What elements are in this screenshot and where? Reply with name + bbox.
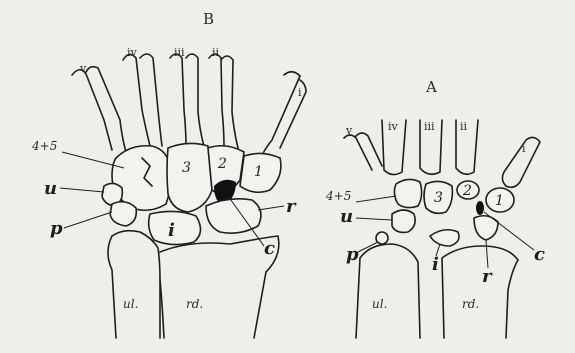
b-roman-iv: iv [127,46,138,59]
b-num-3: 3 [182,160,191,176]
a-label-4-5: 4+5 [325,189,351,203]
b-metacarpal-v [72,67,126,152]
b-num-1: 1 [254,164,263,180]
b-label-p: p [50,218,63,239]
a-roman-iv: iv [388,120,399,133]
a-ulna [356,244,420,338]
b-label-i: i [168,220,175,241]
a-leader-r [486,240,488,268]
b-metacarpal-iii [170,54,204,146]
b-carpal-p [110,202,136,226]
b-radius [160,236,279,338]
b-metacarpal-ii [209,54,238,148]
a-roman-v: v [345,124,353,137]
b-carpal-3 [167,143,212,212]
b-label-u: u [44,178,57,199]
a-roman-iii: iii [424,120,435,133]
a-metacarpal-v [344,133,382,170]
b-label-r: r [286,196,297,217]
b-metacarpal-i [262,72,306,156]
b-leader-p [64,212,112,228]
a-label-r: r [482,266,493,287]
b-ulna [108,231,160,338]
b-roman-i: i [298,86,302,99]
b-ulna-label: ul. [123,297,138,311]
a-leader-u [356,218,392,220]
a-centrale-dark [476,201,484,215]
b-num-2: 2 [217,156,227,172]
a-label-u: u [340,206,353,227]
a-radius [442,246,518,338]
a-ulna-label: ul. [372,297,387,311]
a-num-1: 1 [495,193,504,209]
a-roman-i: i [522,142,526,155]
a-num-2: 2 [462,183,472,199]
panel-b-title: B [203,10,214,28]
a-leader-4-5 [356,196,396,202]
a-label-c: c [534,244,545,265]
b-metacarpal-iv [123,54,162,146]
a-label-i: i [432,254,439,275]
a-radius-label: rd. [462,297,479,311]
b-roman-v: v [79,62,87,75]
a-carpal-u [392,210,415,232]
b-leader-r [258,206,284,210]
b-label-c: c [264,238,275,259]
a-carpal-4-5 [394,179,421,207]
a-label-p: p [346,244,359,265]
panel-b: B v iv iii ii i ul. rd. 3 2 1 4+5 u [31,10,306,338]
panel-a-title: A [425,78,437,96]
b-label-4-5: 4+5 [31,139,57,153]
b-roman-ii: ii [212,46,220,59]
a-carpal-i [430,230,459,246]
panel-a: A v iv iii ii i ul. rd. 3 2 1 4+5 u [325,78,545,338]
a-num-3: 3 [434,190,443,206]
a-roman-ii: ii [460,120,468,133]
b-leader-u [60,188,104,192]
b-radius-label: rd. [186,297,203,311]
b-roman-iii: iii [174,46,185,59]
